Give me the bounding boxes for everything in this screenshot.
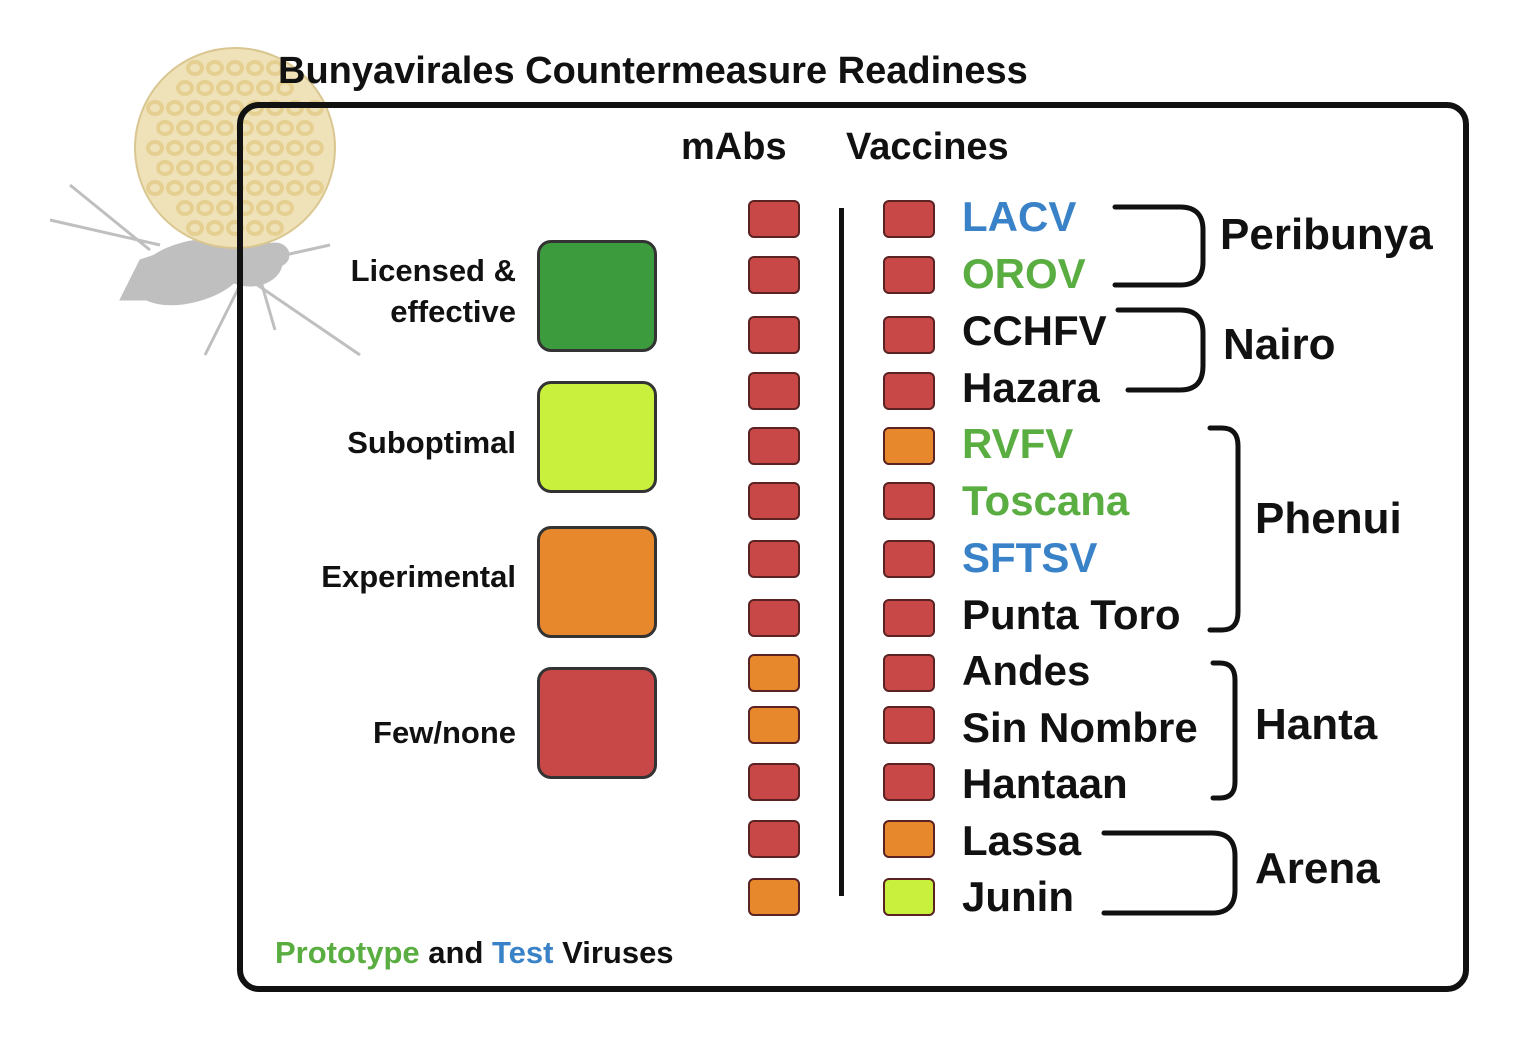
virus-label-toscana: Toscana	[962, 477, 1130, 524]
mabs-cell-cchfv	[748, 316, 800, 354]
footnote-and: and	[419, 935, 493, 970]
mabs-cell-lacv	[748, 200, 800, 238]
mabs-cell-lassa	[748, 820, 800, 858]
vaccine-cell-orov	[883, 256, 935, 294]
footnote-prototype: Prototype	[275, 935, 420, 970]
family-label-phenui: Phenui	[1255, 494, 1402, 543]
mabs-cell-sin-nombre	[748, 706, 800, 744]
mabs-cell-rvfv	[748, 427, 800, 465]
family-label-peribunya: Peribunya	[1220, 210, 1433, 259]
legend-label-suboptimal: Suboptimal	[347, 425, 516, 460]
virus-label-hazara: Hazara	[962, 364, 1100, 411]
virus-label-orov: OROV	[962, 250, 1086, 297]
virus-label-cchfv: CCHFV	[962, 307, 1107, 354]
family-label-arena: Arena	[1255, 844, 1380, 893]
virus-label-andes: Andes	[962, 647, 1091, 694]
vaccine-cell-lacv	[883, 200, 935, 238]
legend-label-licensed: Licensed & effective	[350, 253, 516, 329]
family-label-hanta: Hanta	[1255, 700, 1378, 749]
mabs-cell-andes	[748, 654, 800, 692]
mabs-cell-toscana	[748, 482, 800, 520]
vaccine-cell-cchfv	[883, 316, 935, 354]
vaccine-cell-hantaan	[883, 763, 935, 801]
vaccine-cell-hazara	[883, 372, 935, 410]
mabs-cell-orov	[748, 256, 800, 294]
mabs-cell-hantaan	[748, 763, 800, 801]
virus-label-punta-toro: Punta Toro	[962, 591, 1181, 638]
virus-label-hantaan: Hantaan	[962, 760, 1128, 807]
mabs-cell-punta-toro	[748, 599, 800, 637]
vaccine-cell-toscana	[883, 482, 935, 520]
virus-label-sftsv: SFTSV	[962, 534, 1098, 581]
virus-label-junin: Junin	[962, 873, 1074, 920]
legend-swatch-few-none	[537, 667, 657, 779]
column-header-mabs: mAbs	[681, 126, 787, 168]
vaccine-cell-andes	[883, 654, 935, 692]
vaccine-cell-lassa	[883, 820, 935, 858]
mabs-cell-sftsv	[748, 540, 800, 578]
mabs-cell-hazara	[748, 372, 800, 410]
legend-label-few-none: Few/none	[373, 715, 516, 750]
vaccine-cell-rvfv	[883, 427, 935, 465]
legend-swatch-suboptimal	[537, 381, 657, 493]
legend-swatch-experimental	[537, 526, 657, 638]
legend-swatch-licensed	[537, 240, 657, 352]
column-header-vaccines: Vaccines	[846, 126, 1009, 168]
vaccine-cell-sin-nombre	[883, 706, 935, 744]
footnote-test: Test	[492, 935, 554, 970]
diagram-title: Bunyavirales Countermeasure Readiness	[278, 50, 1028, 92]
vaccine-cell-punta-toro	[883, 599, 935, 637]
mabs-cell-junin	[748, 878, 800, 916]
mosquito-icon	[49, 183, 361, 357]
footnote-rest: Viruses	[553, 935, 674, 970]
diagram-frame	[237, 102, 1469, 992]
column-divider	[839, 208, 844, 896]
vaccine-cell-sftsv	[883, 540, 935, 578]
virus-label-sin-nombre: Sin Nombre	[962, 704, 1198, 751]
virus-label-lassa: Lassa	[962, 817, 1082, 864]
family-label-nairo: Nairo	[1223, 320, 1336, 369]
legend-label-experimental: Experimental	[321, 559, 516, 594]
virus-label-rvfv: RVFV	[962, 420, 1074, 467]
vaccine-cell-junin	[883, 878, 935, 916]
footnote: Prototype and Test Viruses	[275, 935, 674, 971]
virus-label-lacv: LACV	[962, 193, 1077, 240]
